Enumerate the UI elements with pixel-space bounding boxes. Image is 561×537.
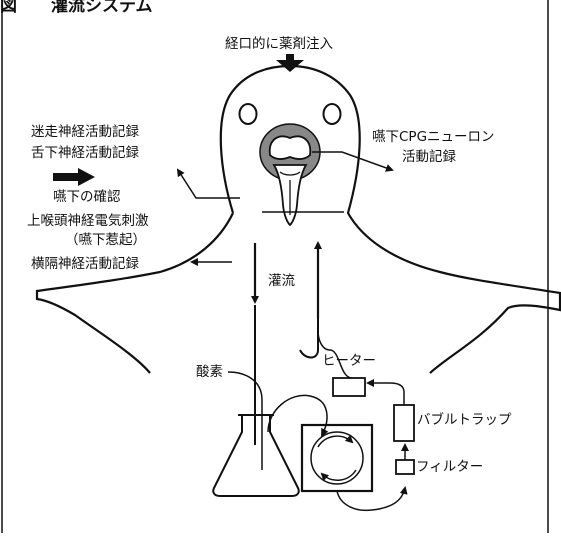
pump-rotor [310, 431, 364, 485]
swallow-induce-label: （嚥下惹起） [65, 232, 146, 248]
heater-label: ヒーター [322, 353, 376, 369]
oxygenator-flask [212, 414, 300, 497]
sln-stim-label: 上喉頭神経電気刺激 [27, 213, 149, 229]
flask-outlet-tube [267, 394, 329, 437]
figure-title-fragment: 図 灌流システム [0, 0, 153, 16]
cpg-recording-label-line1: 嚥下CPGニューロン [372, 129, 495, 145]
oxygen-tube [227, 371, 263, 470]
left-ear [238, 103, 258, 125]
bubble-trap-box [393, 404, 415, 442]
animal-body-outline [35, 64, 561, 374]
pump-flow-arc-2 [320, 469, 357, 482]
cpg-recording-label-line2: 活動記録 [402, 149, 456, 165]
pump-flow-arc-1 [317, 434, 354, 448]
bubble-trap-label: バブルトラップ [417, 412, 512, 428]
drug-injection-label: 経口的に薬剤注入 [225, 36, 333, 52]
roller-pump [300, 423, 374, 493]
vagus-recording-label: 迷走神経活動記録 [31, 124, 139, 140]
right-ear [322, 103, 342, 125]
heater-to-body-line [317, 329, 353, 379]
trap-to-heater-line [366, 379, 405, 405]
perfusion-label: 灌流 [268, 273, 295, 289]
pump-to-filter-line [336, 486, 408, 512]
swallow-arrow [53, 168, 95, 186]
oxygen-label: 酸素 [196, 364, 223, 380]
return-line [299, 318, 319, 359]
heater-box [332, 377, 366, 397]
phrenic-recording-label: 横隔神経活動記録 [31, 256, 139, 272]
cpg-pointer-line [312, 151, 394, 172]
filter-box [395, 459, 415, 475]
filter-label: フィルター [416, 459, 484, 475]
palate-shape [268, 135, 312, 160]
swallow-confirm-label: 嚥下の確認 [53, 189, 121, 205]
hypoglossal-recording-label: 舌下神経活動記録 [31, 145, 139, 161]
epiglottis-line [279, 171, 301, 176]
drug-arrow-head [276, 60, 304, 72]
nerve-recording-pointer [176, 168, 240, 199]
drug-arrow-shaft [286, 54, 294, 60]
